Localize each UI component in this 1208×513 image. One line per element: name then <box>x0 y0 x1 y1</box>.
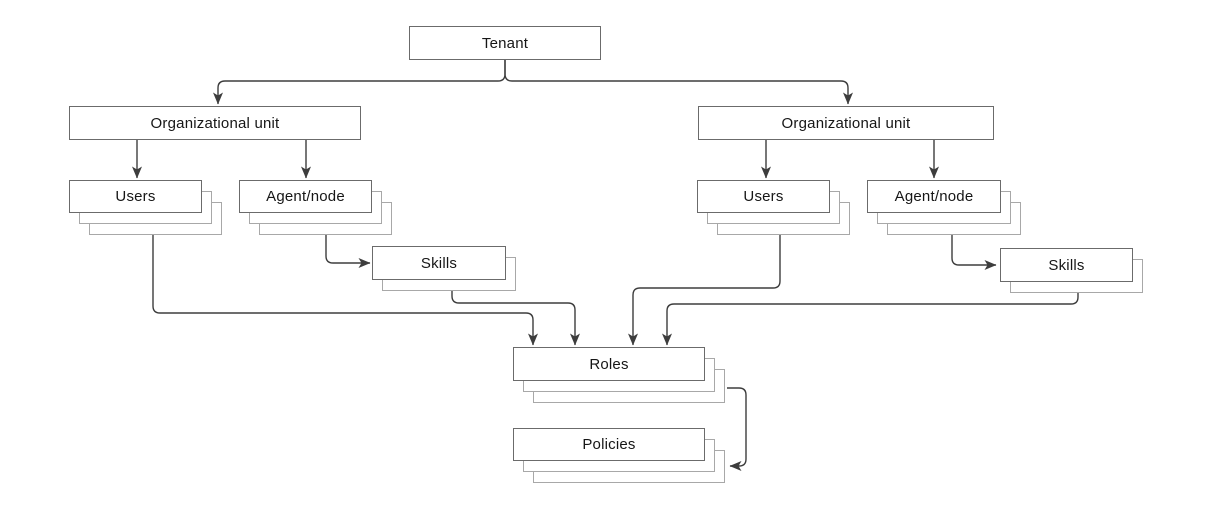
edge-agent-left-skills-left <box>325 235 371 268</box>
node-ou-left: Organizational unit <box>69 106 361 140</box>
node-label: Organizational unit <box>781 114 911 132</box>
node-box: Organizational unit <box>69 106 361 140</box>
node-box: Tenant <box>409 26 601 60</box>
node-ou-right: Organizational unit <box>698 106 994 140</box>
node-label: Users <box>115 188 156 205</box>
edge-tenant-ou-left <box>213 60 506 105</box>
edge-users-right-roles <box>628 235 781 346</box>
node-label: Skills <box>420 254 458 272</box>
node-box: Policies <box>513 428 705 461</box>
node-label: Organizational unit <box>150 114 280 132</box>
edge-skills-left-roles <box>451 291 580 346</box>
node-policies: Policies <box>513 428 725 483</box>
node-box: Users <box>697 180 830 213</box>
node-box: Skills <box>372 246 506 280</box>
node-box: Roles <box>513 347 705 381</box>
node-label: Roles <box>589 355 629 373</box>
node-skills-right: Skills <box>1000 248 1143 293</box>
node-box: Skills <box>1000 248 1133 282</box>
node-label: Policies <box>582 436 636 453</box>
edge-agent-right-skills-right <box>951 235 997 270</box>
node-skills-left: Skills <box>372 246 516 291</box>
node-agent-right: Agent/node <box>867 180 1021 235</box>
edge-tenant-ou-right <box>504 60 853 105</box>
node-label: Agent/node <box>894 188 974 205</box>
node-label: Users <box>743 188 784 205</box>
node-tenant: Tenant <box>409 26 601 60</box>
node-box: Agent/node <box>867 180 1001 213</box>
node-box: Users <box>69 180 202 213</box>
node-label: Agent/node <box>266 188 345 205</box>
node-label: Tenant <box>481 34 529 52</box>
node-box: Agent/node <box>239 180 372 213</box>
node-label: Skills <box>1048 256 1085 274</box>
node-box: Organizational unit <box>698 106 994 140</box>
edge-skills-right-roles <box>662 293 1079 346</box>
node-users-right: Users <box>697 180 850 235</box>
node-users-left: Users <box>69 180 222 235</box>
edge-roles-policies <box>727 387 747 471</box>
node-agent-left: Agent/node <box>239 180 392 235</box>
edge-users-left-roles <box>152 235 538 346</box>
node-roles: Roles <box>513 347 725 403</box>
